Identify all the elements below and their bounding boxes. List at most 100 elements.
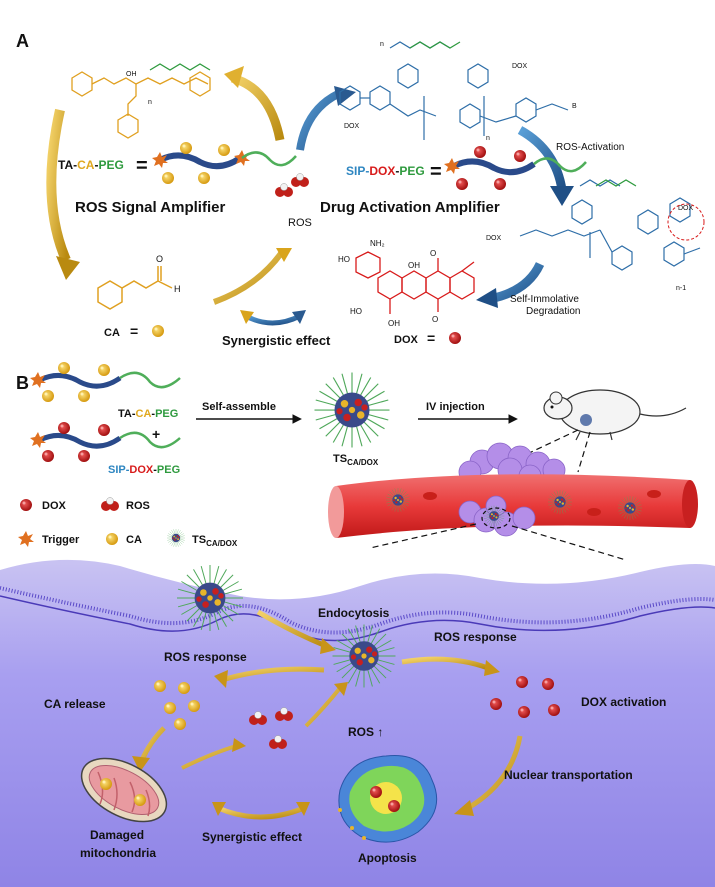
svg-text:SIP-DOX-PEG: SIP-DOX-PEG — [346, 164, 425, 178]
damaged-label-2: mitochondria — [80, 846, 156, 860]
svg-text:TA-CA-PEG: TA-CA-PEG — [118, 408, 178, 420]
dox-to-nucleus-arrowhead — [454, 800, 474, 816]
sip-dox-peg-label: SIP-DOX-PEG — [346, 164, 425, 178]
blue-arrowhead-down — [476, 288, 498, 308]
degrad-dox-small-1: DOX — [486, 235, 502, 242]
svg-text:TA-CA-PEG: TA-CA-PEG — [58, 158, 124, 172]
zoom-circle — [481, 507, 511, 529]
ca-release-arrow — [221, 666, 325, 683]
dox-eq-label: DOX — [394, 334, 419, 346]
apoptosis-label: Apoptosis — [358, 851, 417, 865]
ros-center-icon — [274, 173, 310, 198]
mito-to-ros-arrowhead — [232, 738, 246, 752]
gold-arrow-top-left — [230, 73, 285, 141]
panel-a-label: A — [16, 31, 29, 51]
gold-arrow-bottom — [212, 250, 285, 305]
dox-release-arrow — [401, 656, 489, 671]
ros-response-left: ROS response — [164, 650, 247, 664]
ca-ball-icon — [152, 325, 164, 337]
entering-micelle-icon — [176, 564, 244, 632]
dox-ho-2: HO — [350, 307, 362, 316]
synergy-arrow-b — [217, 805, 305, 820]
tumor-cluster-bottom — [458, 495, 536, 537]
endocytosis-arrow — [256, 609, 327, 649]
mouse-icon — [543, 389, 687, 441]
ta-oh-label: OH — [126, 71, 137, 78]
sip-dox-small-2: DOX — [344, 123, 360, 130]
plus-sign: + — [152, 426, 160, 442]
ta-ca-peg-label: TA-CA-PEG — [58, 158, 124, 172]
degradation-structure — [519, 179, 701, 271]
gold-arrowhead-top — [224, 66, 244, 88]
legend-ts: TSCA/DOX — [192, 534, 238, 548]
dox-nh2: NH₂ — [370, 239, 385, 248]
legend: DOX ROS Trigger CA TSCA/DOX — [18, 497, 238, 548]
ca-o-label: O — [156, 254, 163, 264]
sip-dox-peg-cartoon-b — [30, 422, 181, 462]
degrad-dox-small-2: DOX — [678, 205, 694, 212]
dox-ball-icon — [449, 332, 461, 344]
gold-arrowhead-bottom — [276, 248, 292, 262]
self-immolative-label-1: Self-Immolative — [510, 294, 579, 305]
apoptotic-cell-icon — [338, 755, 438, 843]
zoom-line-2 — [577, 431, 591, 473]
blue-arrow-right — [517, 126, 567, 191]
dox-ho: HO — [338, 255, 350, 264]
legend-trigger: Trigger — [42, 534, 80, 546]
sip-boron: B — [572, 103, 577, 110]
sip-dox-peg-cartoon — [444, 146, 587, 190]
damaged-label-1: Damaged — [90, 828, 144, 842]
dox-o-1: O — [430, 249, 436, 258]
dox-equals: = — [427, 330, 435, 346]
ta-ca-peg-label-b: TA-CA-PEG — [118, 408, 178, 420]
legend-ca: CA — [126, 534, 142, 546]
cell-body — [0, 559, 715, 887]
blood-vessel — [328, 474, 698, 538]
ta-ca-peg-cartoon — [152, 142, 297, 184]
sip-peg-chain — [409, 41, 461, 49]
synergistic-effect-b: Synergistic effect — [202, 830, 302, 844]
dox-oh-2: OH — [388, 319, 400, 328]
zoom-line-4 — [511, 525, 627, 561]
ros-to-micelle-arrowhead — [334, 682, 348, 696]
ca-eq-label: CA — [104, 327, 120, 339]
sip-dox-small-1: DOX — [512, 63, 528, 70]
sip-equals: = — [430, 161, 442, 183]
iv-injection-label: IV injection — [426, 401, 485, 413]
ts-label: TSCA/DOX — [333, 453, 379, 467]
self-immolative-label-2: Degradation — [526, 306, 580, 317]
ts-micelle-icon — [313, 371, 391, 449]
ca-equals: = — [130, 323, 138, 339]
ta-ca-peg-structure — [71, 71, 211, 139]
ca-structure — [97, 266, 173, 310]
nuclear-transport-label: Nuclear transportation — [504, 768, 633, 782]
drug-activation-amplifier: Drug Activation Amplifier — [320, 199, 500, 216]
dox-oh-1: OH — [408, 261, 420, 270]
endocytosis-arrowhead — [320, 638, 336, 654]
ca-release-arrowhead — [214, 670, 228, 688]
gold-arrowhead-left — [56, 256, 80, 280]
synergy-arrowhead-a-left — [240, 310, 254, 324]
blue-arrow-up — [296, 90, 340, 151]
gold-arrow-left — [46, 108, 71, 262]
dox-structure — [355, 251, 475, 314]
ca-release-label: CA release — [44, 697, 106, 711]
ros-up-label: ROS ↑ — [348, 725, 383, 739]
internal-micelle-icon — [331, 623, 397, 689]
ros-signal-amplifier: ROS Signal Amplifier — [75, 199, 225, 216]
endocytosis-label: Endocytosis — [318, 606, 390, 620]
synergistic-effect-a: Synergistic effect — [222, 333, 331, 348]
dox-release-arrowhead — [484, 660, 500, 676]
ta-peg-chain — [149, 63, 211, 71]
dox-o-2: O — [432, 315, 438, 324]
ros-activation-label: ROS-Activation — [556, 142, 624, 153]
dox-to-nucleus-arrow — [466, 735, 523, 811]
ca-to-mito-arrow — [139, 726, 166, 762]
blue-arrowhead-right — [550, 186, 574, 206]
dox-activation-label: DOX activation — [581, 695, 666, 709]
legend-dox: DOX — [42, 500, 67, 512]
degrad-n1-label: n-1 — [676, 285, 686, 292]
ta-equals: = — [136, 155, 148, 177]
synergy-arrowhead-b-left — [212, 802, 226, 816]
